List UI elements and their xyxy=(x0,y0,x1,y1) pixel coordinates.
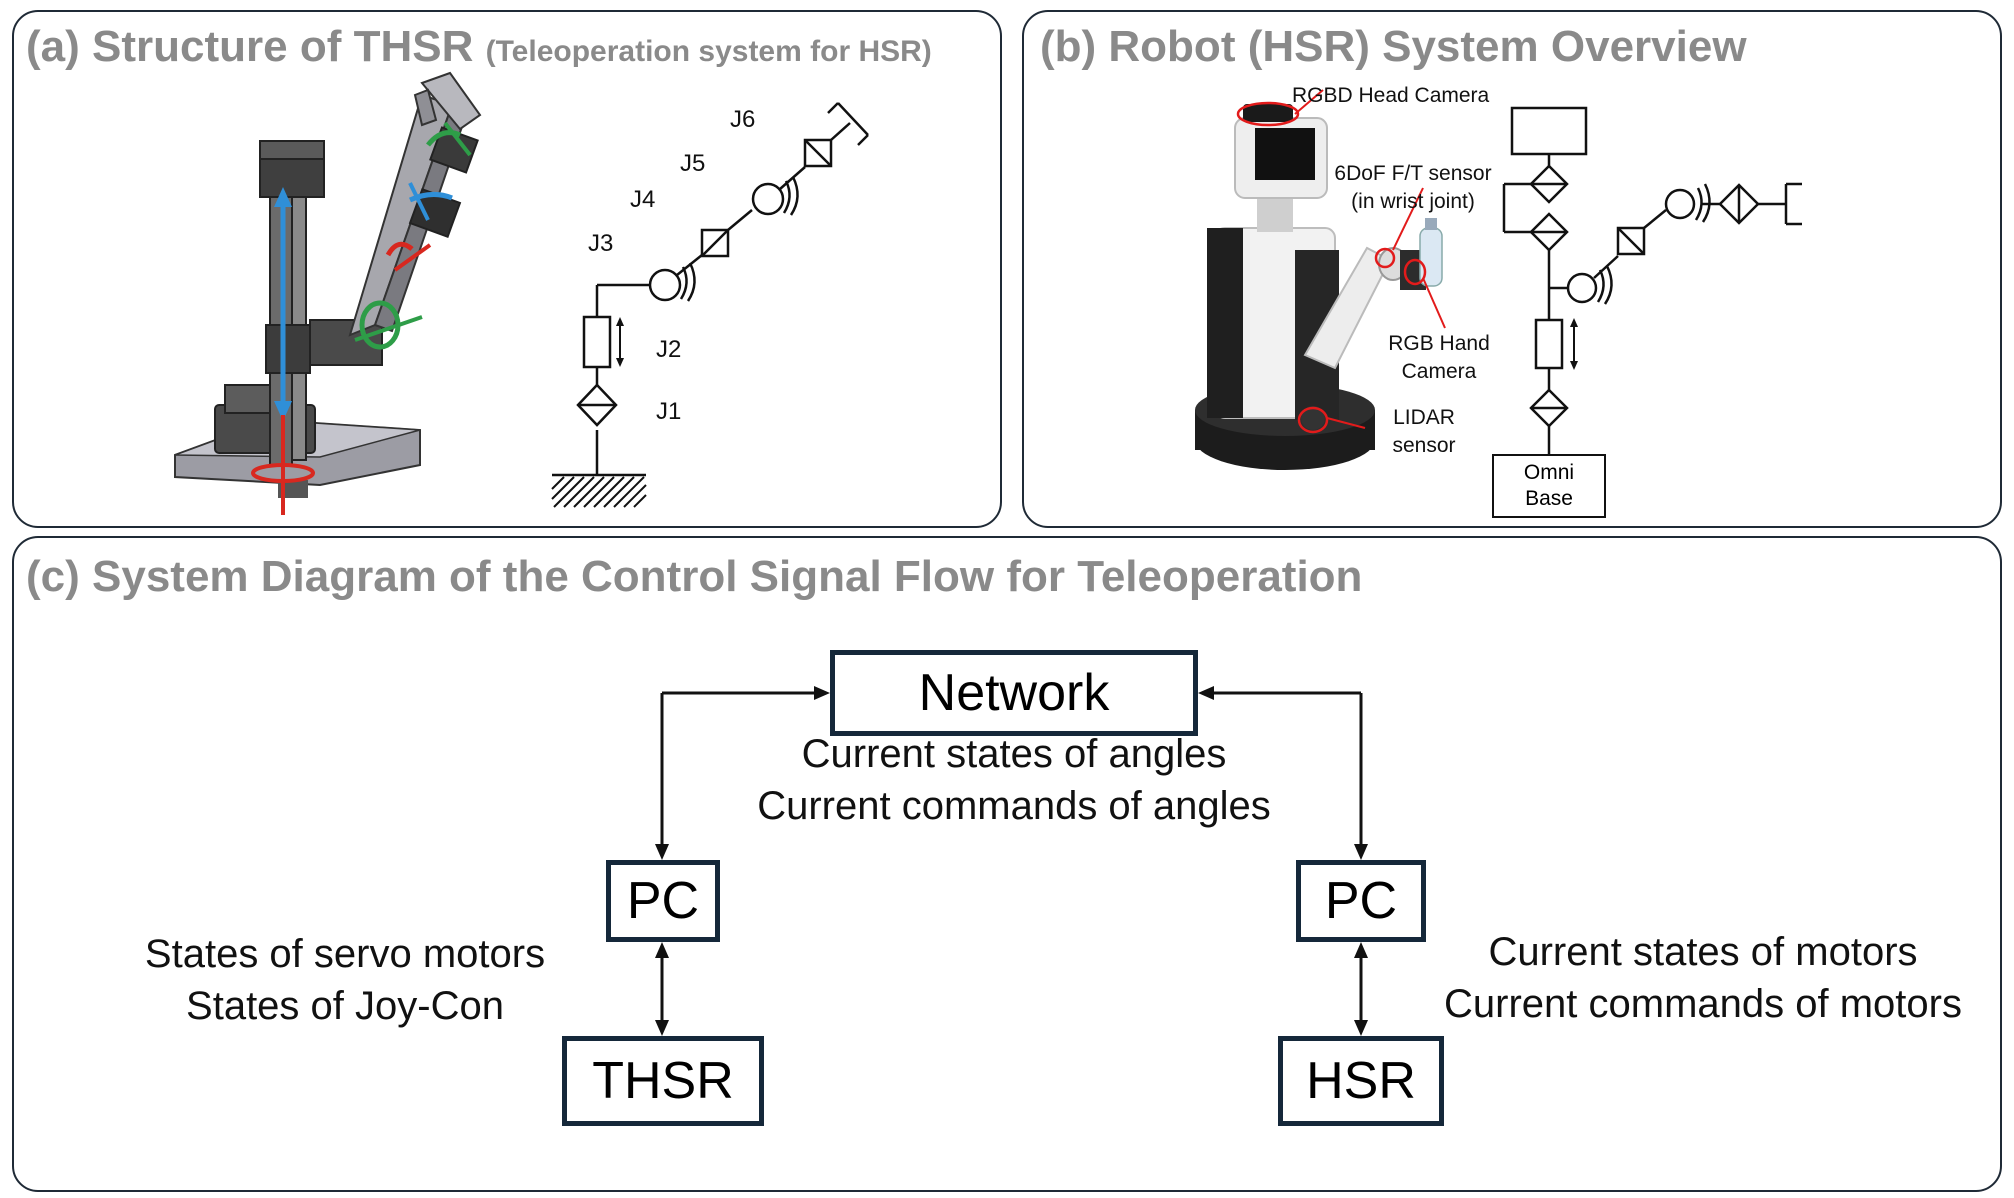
network-box: Network xyxy=(830,650,1198,736)
right-text-line2: Current commands of motors xyxy=(1444,982,1962,1026)
left-text-line2: States of Joy-Con xyxy=(186,984,504,1028)
panel-a-title: (a) Structure of THSR (Teleoperation sys… xyxy=(26,22,932,72)
omni-base-box: Omni Base xyxy=(1492,454,1606,518)
network-description: Current states of angles Current command… xyxy=(700,728,1328,832)
omni-base-label-line1: Omni xyxy=(1523,461,1575,484)
pc-right-box: PC xyxy=(1296,860,1426,942)
joint-label-j1: J1 xyxy=(656,398,682,425)
omni-base-label-line2: Base xyxy=(1525,487,1573,510)
right-text-line1: Current states of motors xyxy=(1488,930,1918,974)
head-camera-label: RGBD Head Camera xyxy=(1292,84,1490,107)
joint-label-j2: J2 xyxy=(656,336,682,363)
panel-c xyxy=(12,536,2002,1192)
panel-a-subtitle: (Teleoperation system for HSR) xyxy=(485,35,932,68)
right-description: Current states of motors Current command… xyxy=(1410,926,1996,1030)
hand-camera-label-line2: Camera xyxy=(1401,360,1477,383)
panel-c-title: (c) System Diagram of the Control Signal… xyxy=(26,552,1363,601)
network-text-line1: Current states of angles xyxy=(801,732,1227,776)
joint-label-j5: J5 xyxy=(680,150,706,177)
network-text-line2: Current commands of angles xyxy=(757,784,1271,828)
panel-a xyxy=(12,10,1002,528)
ft-sensor-label-line2: (in wrist joint) xyxy=(1351,190,1475,213)
thsr-robot-illustration xyxy=(174,71,482,515)
pc-left-box: PC xyxy=(606,860,720,942)
left-description: States of servo motors States of Joy-Con xyxy=(100,928,590,1032)
joint-label-j3: J3 xyxy=(588,230,614,257)
lidar-label-line2: sensor xyxy=(1392,434,1456,457)
joint-label-j6: J6 xyxy=(730,106,756,133)
lidar-label-line1: LIDAR xyxy=(1393,406,1455,429)
joint-label-j4: J4 xyxy=(630,186,656,213)
panel-b xyxy=(1022,10,2002,528)
thsr-kinematic-schematic xyxy=(551,102,869,508)
hand-camera-label-line1: RGB Hand xyxy=(1388,332,1490,355)
thsr-box: THSR xyxy=(562,1036,764,1126)
left-text-line1: States of servo motors xyxy=(144,932,546,976)
ft-sensor-label: 6DoF F/T sensor (in wrist joint) xyxy=(1318,160,1508,216)
panel-a-title-text: (a) Structure of THSR xyxy=(26,22,474,71)
panel-b-title: (b) Robot (HSR) System Overview xyxy=(1040,22,1747,71)
lidar-label: LIDAR sensor xyxy=(1374,404,1474,460)
hand-camera-label: RGB Hand Camera xyxy=(1374,330,1504,386)
hsr-kinematic-schematic xyxy=(1502,106,1802,454)
hsr-box: HSR xyxy=(1278,1036,1444,1126)
hsr-robot-illustration xyxy=(1195,89,1446,470)
ft-sensor-label-line1: 6DoF F/T sensor xyxy=(1334,162,1492,185)
